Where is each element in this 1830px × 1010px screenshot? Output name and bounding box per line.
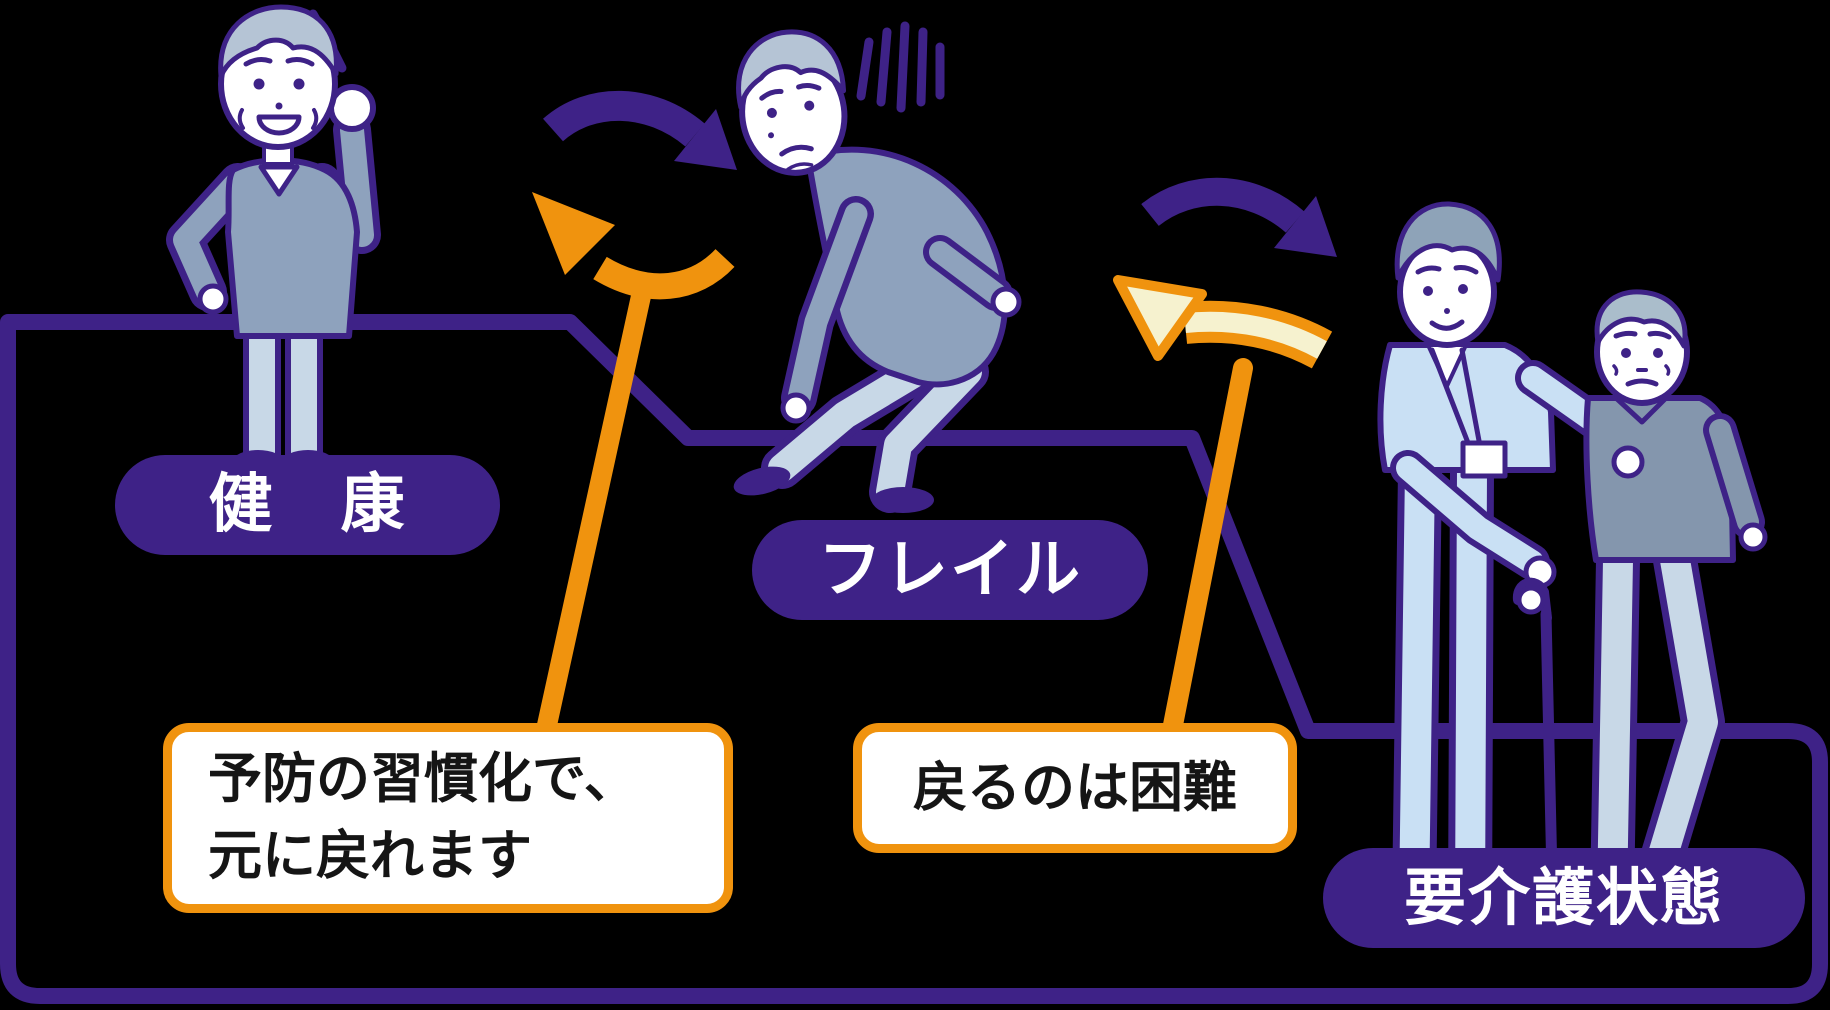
back-arm	[923, 235, 1022, 318]
recovery-arrow-frailty-to-health-icon	[532, 192, 735, 300]
callout-hard-to-return-text: 戻るのは困難	[913, 755, 1237, 819]
smile-mouth	[1429, 319, 1465, 331]
knee-arm	[780, 196, 874, 424]
frail-senior-illustration	[733, 21, 1022, 513]
senior-collar	[1613, 395, 1669, 425]
difficult-callout-leader-line	[1163, 358, 1253, 735]
progression-arrow-health-to-frailty-icon	[543, 90, 737, 170]
hand	[780, 392, 812, 424]
hair	[1394, 201, 1502, 283]
senior-torso	[1583, 395, 1736, 563]
legs	[233, 327, 333, 472]
hip-arm	[166, 163, 257, 315]
torso	[225, 157, 360, 339]
senior-arm	[1703, 413, 1768, 552]
hand	[1738, 522, 1768, 552]
decline-staircase-outline	[0, 314, 1828, 1004]
stage-label-care-needed: 要介護状態	[1323, 848, 1805, 948]
progression-arrow-frailty-to-care-icon	[1141, 177, 1337, 257]
recovery-arrow-care-to-frailty-icon	[1113, 275, 1333, 369]
senior-head	[1594, 289, 1690, 406]
callout-prevention-line-2: 元に戻れます	[208, 824, 532, 887]
stage-label-frailty-text: フレイル	[818, 533, 1082, 607]
hair	[1594, 289, 1688, 349]
callout-hard-to-return: 戻るのは困難	[853, 723, 1297, 853]
hair	[736, 29, 847, 110]
lanyard-id-badge	[1429, 347, 1508, 479]
caregiver-head	[1394, 201, 1502, 348]
stage-label-frailty: フレイル	[752, 520, 1148, 620]
hair	[218, 4, 339, 79]
callout-prevention: 予防の習慣化で、 元に戻れます	[163, 723, 733, 913]
head	[736, 29, 848, 176]
smile-mouth	[256, 114, 302, 136]
stage-label-health: 健 康	[115, 455, 500, 555]
hand-on-cane	[1516, 585, 1546, 615]
collar	[258, 164, 300, 197]
hand-on-chest	[1611, 445, 1645, 479]
hand	[197, 283, 229, 315]
frown-mouth	[779, 144, 814, 157]
hand	[990, 286, 1022, 318]
head	[218, 4, 339, 166]
stage-label-care-needed-text: 要介護状態	[1403, 861, 1724, 934]
healthy-senior-illustration	[166, 4, 381, 472]
caregiver-assist-illustration	[1374, 201, 1768, 936]
stage-label-health-text: 健 康	[208, 468, 407, 542]
prevention-callout-leader-line	[537, 277, 653, 735]
callout-prevention-line-1: 予防の習慣化で、	[208, 747, 638, 811]
frown-mouth	[1625, 378, 1659, 387]
gloom-marks-icon	[856, 21, 945, 113]
